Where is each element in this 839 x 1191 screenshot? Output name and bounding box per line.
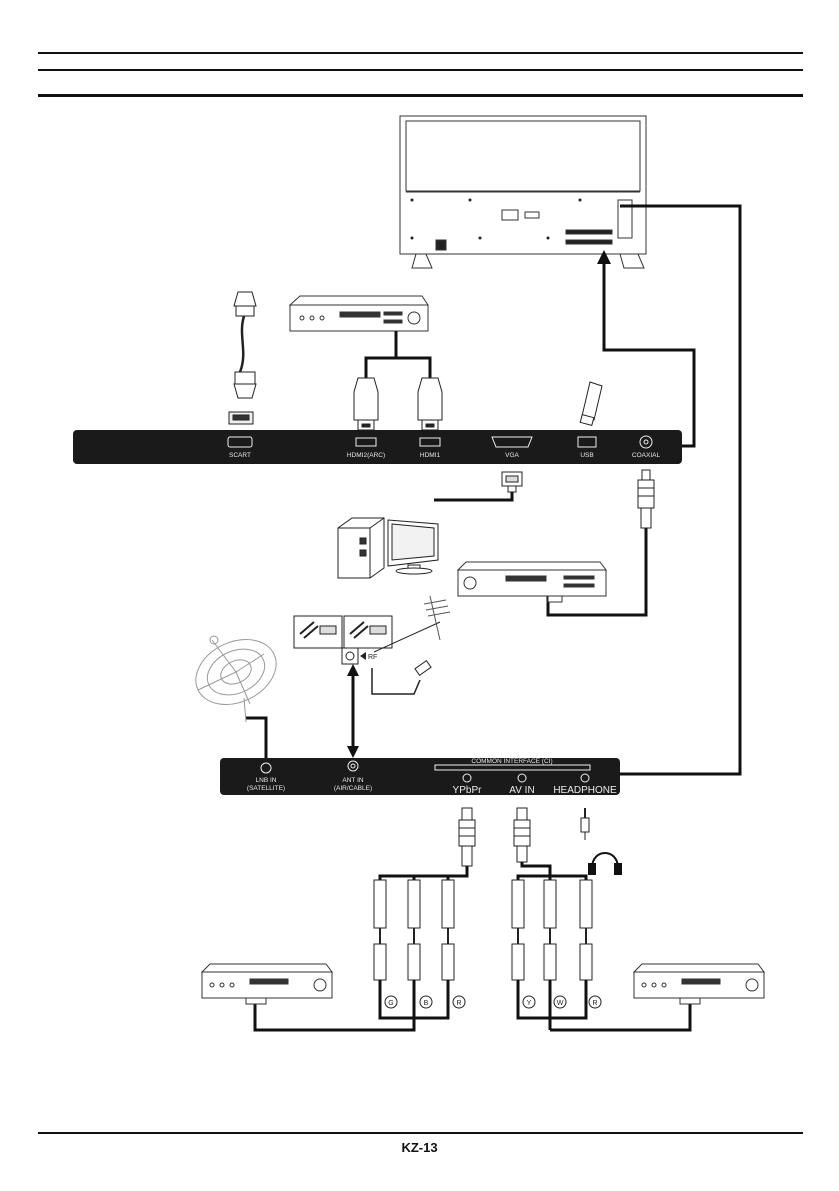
- footer-rule: [38, 1132, 803, 1134]
- top-rule-1: [38, 52, 803, 54]
- component-rca-plugs: [373, 879, 455, 981]
- connection-lines: [246, 204, 742, 776]
- coaxial-plug-icon: [637, 469, 655, 529]
- dvd-player-left-icon: [200, 963, 333, 1005]
- hdmi-splitter-line: [364, 331, 432, 380]
- lnb-in-sublabel: (SATELLITE): [247, 785, 285, 792]
- tv-back-illustration: [399, 115, 647, 269]
- marker-g: G: [388, 1000, 393, 1007]
- headphone-label: HEADPHONE: [553, 785, 617, 796]
- rf-label: RF: [368, 654, 377, 661]
- lnb-in-label: LNB IN: [256, 777, 277, 784]
- usb-port-label: USB: [580, 452, 593, 459]
- usb-stick-icon: [579, 381, 603, 427]
- dvd-player-top-icon: [288, 295, 429, 332]
- headphone-plug-icon: [580, 808, 590, 840]
- av-rca-plugs: [511, 879, 593, 981]
- hdmi1-port-label: HDMI1: [420, 452, 441, 459]
- marker-b: B: [424, 1000, 429, 1007]
- ant-in-label: ANT IN: [342, 777, 363, 784]
- av-in-plug-icon: [513, 807, 531, 863]
- headphones-icon: [588, 852, 622, 875]
- component-color-markers: [384, 995, 466, 1009]
- dvd-player-right-icon: [632, 963, 765, 1005]
- hdmi-plug-icon: [353, 377, 379, 431]
- audio-receiver-icon: [456, 561, 607, 603]
- side-connector-panel: LNB IN (SATELLITE) ANT IN (AIR/CABLE) CO…: [220, 758, 620, 796]
- marker-r: R: [456, 1000, 461, 1007]
- top-rule-2: [38, 69, 803, 71]
- rear-connector-panel: SCART HDMI2(ARC) HDMI1 VGA USB COAXIAL: [73, 430, 682, 464]
- satellite-dish-icon: [195, 635, 277, 723]
- marker-y: Y: [527, 1000, 532, 1007]
- scart-cable-icon: [228, 291, 257, 425]
- av-color-markers: [522, 995, 602, 1009]
- rca-split-lines: [378, 862, 588, 880]
- av-in-label: AV IN: [509, 785, 534, 796]
- arrow-to-tv-icon: [597, 250, 611, 264]
- hdmi-plug-icon: [417, 377, 443, 431]
- vga-port-label: VGA: [505, 452, 519, 459]
- top-rule-3: [38, 94, 803, 97]
- page-number: KZ-13: [401, 1140, 438, 1155]
- bottom-lines: [253, 980, 692, 1032]
- antenna-inset: RF: [293, 595, 451, 695]
- scart-port-label: SCART: [229, 452, 251, 459]
- arrow-up-icon: [347, 664, 359, 676]
- ypbpr-plug-icon: [458, 807, 476, 867]
- hdmi2-port-label: HDMI2(ARC): [347, 452, 385, 459]
- arrow-down-icon: [347, 746, 359, 758]
- ant-in-sublabel: (AIR/CABLE): [334, 785, 372, 792]
- computer-icon: [337, 517, 439, 579]
- common-interface-label: COMMON INTERFACE (CI): [471, 758, 552, 765]
- vga-plug-icon: [501, 471, 523, 493]
- marker-w: W: [557, 1000, 564, 1007]
- ypbpr-label: YPbPr: [453, 785, 483, 796]
- coaxial-port-label: COAXIAL: [632, 452, 661, 459]
- marker-r2: R: [592, 1000, 597, 1007]
